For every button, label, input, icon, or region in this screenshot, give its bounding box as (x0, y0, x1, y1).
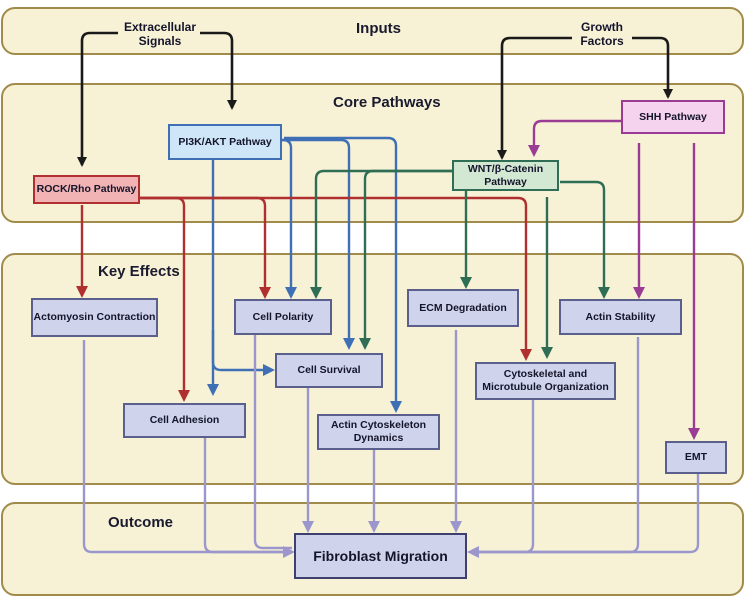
fibroblast-migration-label: Fibroblast Migration (313, 547, 448, 564)
extracellular-signals-line-2: Signals (138, 34, 182, 49)
cell-polarity-label: Cell Polarity (252, 310, 314, 323)
core-pathways-band-title: Core Pathways (333, 94, 441, 111)
cell-adhesion-node: Cell Adhesion (123, 403, 246, 438)
pi3k-akt-pathway-label: PI3K/AKT Pathway (178, 135, 272, 148)
actin-dynamics-line-1: Actin Cytoskeleton (330, 419, 427, 432)
actin-cytoskeleton-dynamics-node: Actin Cytoskeleton Dynamics (317, 414, 440, 450)
emt-node: EMT (665, 441, 727, 474)
fibroblast-migration-node: Fibroblast Migration (294, 533, 467, 579)
rock-rho-pathway-node: ROCK/Rho Pathway (33, 175, 140, 204)
cytoskeletal-line-1: Cytoskeletal and (503, 368, 588, 381)
emt-label: EMT (684, 451, 708, 464)
shh-pathway-node: SHH Pathway (621, 100, 725, 134)
pi3k-akt-pathway-node: PI3K/AKT Pathway (168, 124, 282, 160)
cell-survival-node: Cell Survival (275, 353, 383, 388)
cell-polarity-node: Cell Polarity (234, 299, 332, 335)
cytoskeletal-microtubule-node: Cytoskeletal and Microtubule Organizatio… (475, 362, 616, 400)
inputs-band (1, 7, 744, 55)
wnt-pathway-line-2: Pathway (484, 175, 527, 188)
growth-factors-label: Growth Factors (562, 20, 642, 49)
growth-factors-line-2: Factors (580, 34, 624, 49)
actin-stability-node: Actin Stability (559, 299, 682, 335)
cytoskeletal-line-2: Microtubule Organization (482, 381, 609, 393)
outcome-band-title: Outcome (108, 514, 174, 531)
ecm-degradation-node: ECM Degradation (407, 289, 519, 327)
key-effects-band-title: Key Effects (98, 263, 180, 280)
actin-dynamics-line-2: Dynamics (353, 432, 404, 444)
wnt-pathway-line-1: WNT/β-Catenin (467, 162, 544, 175)
extracellular-signals-label: Extracellular Signals (110, 20, 210, 49)
actomyosin-contraction-label: Actomyosin Contraction (33, 311, 156, 324)
growth-factors-line-1: Growth (581, 20, 623, 34)
ecm-degradation-label: ECM Degradation (419, 301, 507, 314)
wnt-beta-catenin-pathway-node: WNT/β-Catenin Pathway (452, 160, 559, 191)
inputs-band-title: Inputs (356, 20, 401, 37)
cell-adhesion-label: Cell Adhesion (149, 414, 220, 427)
extracellular-signals-line-1: Extracellular (123, 20, 197, 34)
actin-stability-label: Actin Stability (585, 310, 656, 323)
actomyosin-contraction-node: Actomyosin Contraction (31, 298, 158, 337)
rock-rho-pathway-label: ROCK/Rho Pathway (36, 183, 137, 196)
cell-survival-label: Cell Survival (297, 364, 361, 377)
shh-pathway-label: SHH Pathway (639, 110, 707, 123)
